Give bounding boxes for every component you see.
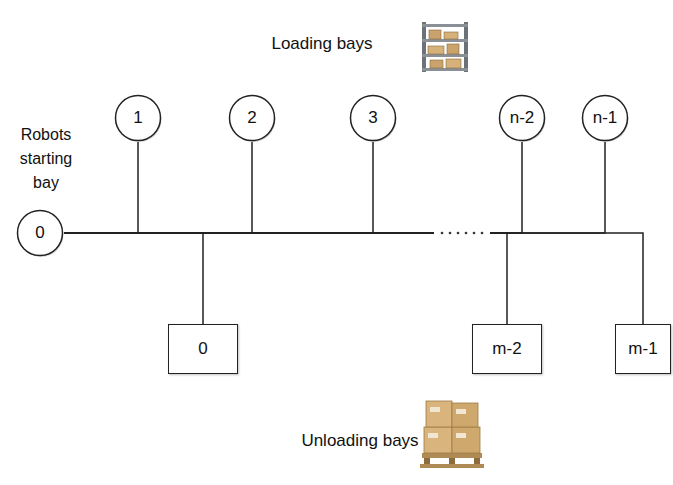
circle-border <box>583 96 628 141</box>
circle-border <box>230 96 275 141</box>
circle-border <box>116 96 161 141</box>
bay-number: 3 <box>368 108 377 128</box>
group-label: Loading bays <box>247 33 397 55</box>
track-line <box>64 142 605 233</box>
track-line <box>64 142 252 233</box>
pallet-boxes-icon <box>420 401 484 468</box>
circle-border <box>18 211 63 256</box>
loading-bay-circle: 3 <box>349 94 397 142</box>
loading-bay-circle: 1 <box>114 94 162 142</box>
bay-number: 0 <box>198 339 207 359</box>
track-line <box>64 233 507 324</box>
unloading-bay-box: m-1 <box>615 324 671 374</box>
bay-number: 2 <box>247 108 256 128</box>
bay-number: n-2 <box>510 108 535 128</box>
group-label: Robots starting bay <box>12 123 80 195</box>
bay-number: m-1 <box>628 339 657 359</box>
starting-bay-circle: 0 <box>16 209 64 257</box>
shelf-icon <box>422 22 468 72</box>
track-line <box>64 142 138 233</box>
unloading-bay-box: m-2 <box>472 324 542 374</box>
unloading-bay-box: 0 <box>168 324 238 374</box>
circle-border <box>500 96 545 141</box>
loading-bay-circle: n-2 <box>498 94 546 142</box>
circle-border <box>351 96 396 141</box>
track-line <box>64 233 643 324</box>
loading-bay-circle: n-1 <box>581 94 629 142</box>
track-line <box>64 233 203 324</box>
bay-number: m-2 <box>492 339 521 359</box>
track-line <box>64 142 373 233</box>
track-line <box>64 142 522 233</box>
group-label: Unloading bays <box>280 430 440 452</box>
bay-number: 0 <box>35 223 44 243</box>
loading-bay-circle: 2 <box>228 94 276 142</box>
bay-number: 1 <box>133 108 142 128</box>
bay-number: n-1 <box>593 108 618 128</box>
bus-gap-dots <box>441 232 484 235</box>
